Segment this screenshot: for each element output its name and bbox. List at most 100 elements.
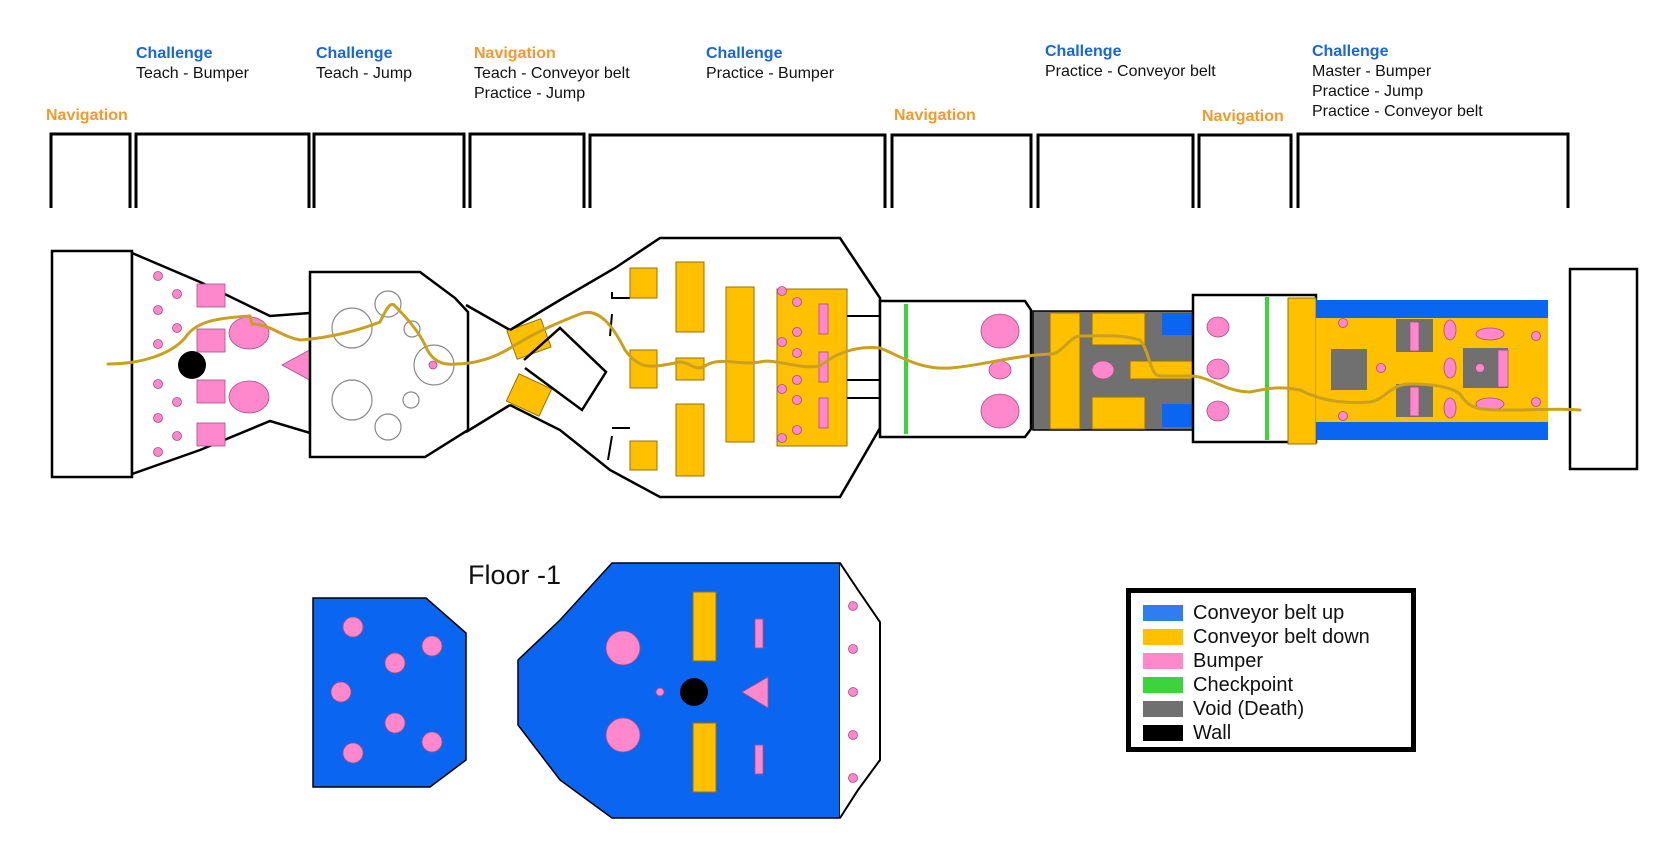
bumper bbox=[153, 271, 163, 281]
bumper-group-2 bbox=[777, 286, 829, 443]
bumper-block bbox=[196, 379, 226, 404]
bumper-bar bbox=[818, 303, 829, 335]
section-line: Practice - Jump bbox=[1312, 83, 1424, 100]
section-line: Teach - Bumper bbox=[136, 65, 249, 82]
section-type: Navigation bbox=[1202, 108, 1284, 125]
bumper-bar bbox=[754, 618, 764, 649]
bumper bbox=[1443, 397, 1457, 419]
bumper bbox=[988, 360, 1012, 380]
bumper bbox=[792, 425, 802, 435]
bumper-block bbox=[196, 283, 226, 308]
bumper bbox=[980, 393, 1020, 429]
void bbox=[1331, 349, 1367, 390]
jump-platform bbox=[402, 391, 420, 409]
jump-platform bbox=[331, 379, 373, 421]
section-type: Challenge bbox=[1045, 43, 1122, 60]
bumper bbox=[1338, 318, 1348, 328]
bumper bbox=[1206, 400, 1230, 422]
bumper-large bbox=[228, 380, 270, 414]
legend-item: Conveyor belt down bbox=[1143, 625, 1411, 649]
room-exits bbox=[847, 315, 880, 399]
legend-item: Checkpoint bbox=[1143, 673, 1411, 697]
bumper bbox=[777, 384, 787, 394]
legend-label: Checkpoint bbox=[1193, 673, 1294, 696]
section-line: Teach - Conveyor belt bbox=[474, 65, 630, 82]
jump-platform bbox=[374, 290, 402, 318]
conveyor-down bbox=[675, 261, 705, 333]
bumper-large bbox=[228, 316, 270, 350]
bumper-bar bbox=[754, 744, 764, 775]
bracket-4 bbox=[468, 132, 586, 208]
legend-label: Conveyor belt down bbox=[1193, 625, 1370, 648]
floor-1-wall bbox=[839, 562, 881, 819]
bumper bbox=[848, 601, 858, 611]
bumper bbox=[848, 730, 858, 740]
section-type: Navigation bbox=[894, 107, 976, 124]
bracket-9 bbox=[1296, 132, 1570, 208]
bumper bbox=[1206, 358, 1230, 380]
bumper bbox=[153, 305, 163, 315]
legend-label: Wall bbox=[1193, 721, 1232, 744]
conveyor-down bbox=[1287, 297, 1317, 445]
section-label-8: Navigation bbox=[1202, 107, 1284, 127]
bumper bbox=[1475, 363, 1485, 373]
conveyor-down-group-2 bbox=[629, 261, 848, 477]
bumper bbox=[777, 337, 787, 347]
legend-item: Void (Death) bbox=[1143, 697, 1411, 721]
section-label-6: Navigation bbox=[894, 106, 976, 126]
bumper bbox=[605, 717, 641, 753]
conveyor-down-group-1 bbox=[505, 318, 553, 417]
conveyor-up-group-1 bbox=[1162, 313, 1193, 427]
bumper-group-1 bbox=[153, 271, 314, 457]
bumper bbox=[655, 687, 665, 697]
legend-label: Bumper bbox=[1193, 649, 1264, 672]
bumper bbox=[153, 339, 163, 349]
bumper bbox=[384, 712, 406, 734]
bumper-bar bbox=[818, 397, 829, 429]
bumper bbox=[428, 360, 438, 370]
bumper bbox=[1531, 331, 1541, 341]
section-type: Challenge bbox=[706, 45, 783, 62]
legend-swatch bbox=[1143, 677, 1183, 693]
legend-swatch bbox=[1143, 725, 1183, 741]
bumper-triangle bbox=[741, 676, 769, 709]
legend-label: Void (Death) bbox=[1193, 697, 1305, 720]
section-label-7: Challenge Practice - Conveyor belt bbox=[1045, 42, 1216, 82]
bumper bbox=[172, 289, 182, 299]
bumper bbox=[605, 630, 641, 666]
nav-room-walls bbox=[465, 303, 511, 434]
bracket-7 bbox=[1036, 133, 1195, 208]
conveyor-down bbox=[506, 318, 552, 360]
bumper bbox=[172, 431, 182, 441]
room-inner-walls bbox=[607, 292, 630, 461]
bumper bbox=[792, 348, 802, 358]
legend-swatch bbox=[1143, 629, 1183, 645]
bumper-group-3 bbox=[980, 313, 1020, 429]
conveyor-down bbox=[629, 349, 658, 389]
bumper bbox=[1338, 411, 1348, 421]
bumper-bar bbox=[1409, 321, 1420, 352]
bumper-group-5 bbox=[1338, 318, 1541, 421]
bumper-block bbox=[196, 422, 226, 447]
bracket-6 bbox=[890, 133, 1033, 208]
bumper bbox=[848, 773, 858, 783]
conveyor-down bbox=[692, 591, 717, 662]
conveyor-down-group-3 bbox=[1049, 312, 1194, 430]
conveyor-down bbox=[675, 403, 705, 477]
floor-1-room-right bbox=[517, 562, 841, 819]
conveyor-down bbox=[505, 373, 553, 417]
teach-jump-room bbox=[308, 270, 470, 459]
jump-platforms bbox=[331, 290, 455, 441]
nav-divider bbox=[523, 326, 608, 412]
section-brackets bbox=[49, 132, 1570, 208]
conveyor-down bbox=[1091, 396, 1146, 430]
floor-title: Floor -1 bbox=[468, 560, 562, 590]
bumper bbox=[384, 652, 406, 674]
wall-pillar bbox=[178, 351, 206, 379]
section-label-1: Navigation bbox=[46, 106, 128, 126]
bracket-1 bbox=[49, 132, 132, 208]
legend-swatch bbox=[1143, 605, 1183, 621]
wall-pillar bbox=[680, 678, 708, 706]
conveyor-down bbox=[1049, 312, 1081, 430]
bumper bbox=[330, 681, 352, 703]
